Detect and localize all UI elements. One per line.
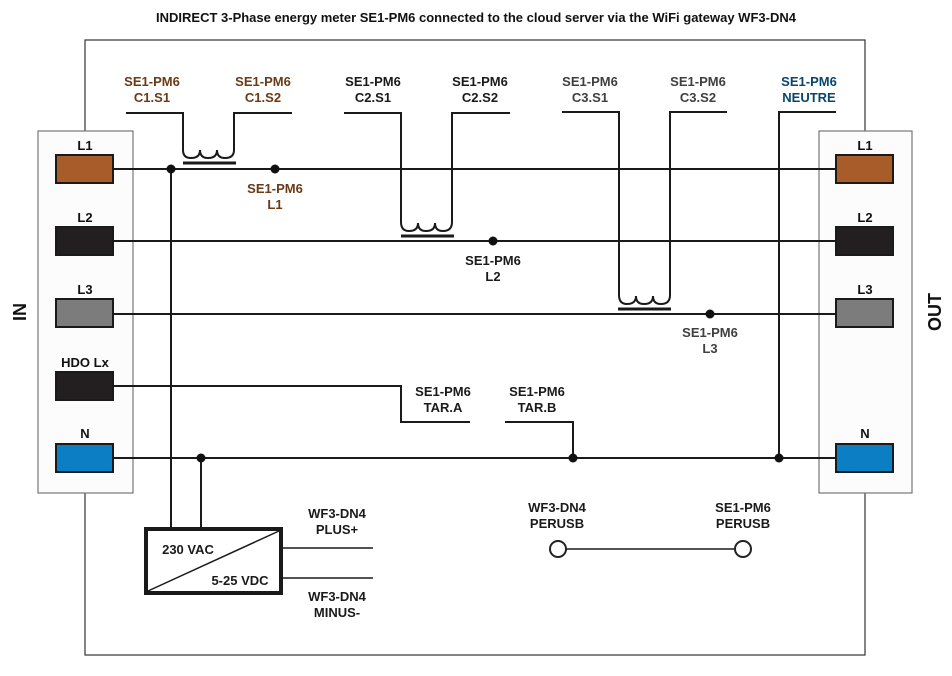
psu-input-label: 230 VAC [162,542,214,557]
perusb-meter-connector-icon [734,540,752,558]
out-terminal-label-l3: L3 [857,282,872,297]
out-terminal-l3 [835,298,894,328]
neutre-lead [778,111,836,458]
junction-l1-psu [166,164,176,174]
out-label: OUT [925,293,945,331]
junction-n-psu [196,453,206,463]
ct2-s2-lead [451,112,510,222]
in-terminal-l3 [55,298,114,328]
out-terminal-l1 [835,154,894,184]
in-terminal-label-l3: L3 [77,282,92,297]
in-terminal-label-l1: L1 [77,138,92,153]
out-terminal-n [835,443,894,473]
diagram-title: INDIRECT 3-Phase energy meter SE1-PM6 co… [156,10,797,25]
ct2-coil-icon [400,221,453,233]
ct3-s2-lead [669,111,727,295]
in-terminal-l1 [55,154,114,184]
ct2-s1-lead [344,112,402,222]
ct3-coil-icon [618,294,671,306]
junction-n-neutre [774,453,784,463]
wire-tar-b-n [505,421,574,458]
junction-l2-voltage [488,236,498,246]
junction-n-tar-b [568,453,578,463]
in-label: IN [10,303,30,321]
ct1-s2-lead [233,112,292,150]
junction-l1-voltage [270,164,280,174]
out-terminal-label-n: N [860,426,869,441]
out-terminal-label-l2: L2 [857,210,872,225]
in-terminal-hdo [55,371,114,401]
in-terminal-l2 [55,226,114,256]
out-terminal-l2 [835,226,894,256]
in-panel [37,130,134,494]
junction-l3-voltage [705,309,715,319]
ct3-s1-lead [562,111,620,295]
out-terminal-label-l1: L1 [857,138,872,153]
wire-hdo-tar-a [113,385,470,423]
in-terminal-label-hdo: HDO Lx [61,355,109,370]
power-supply-divider [147,530,280,592]
in-terminal-n [55,443,114,473]
perusb-gateway-connector-icon [549,540,567,558]
in-terminal-label-l2: L2 [77,210,92,225]
in-terminal-label-n: N [80,426,89,441]
psu-output-label: 5-25 VDC [211,573,269,588]
ct1-coil-icon [182,149,235,160]
ct1-s1-lead [126,112,184,150]
